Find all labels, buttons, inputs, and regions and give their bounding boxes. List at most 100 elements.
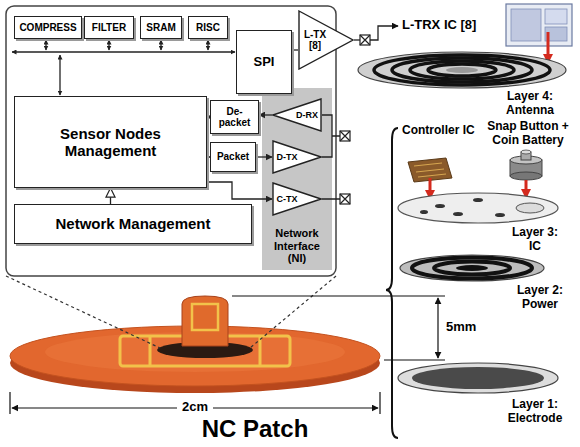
amplifier-triangle: L-TX [8] bbox=[298, 10, 354, 70]
data-bus bbox=[160, 40, 161, 50]
node-text: RISC bbox=[196, 22, 220, 34]
nc-patch-photo bbox=[182, 296, 228, 346]
ic-layer-disc bbox=[516, 203, 544, 213]
connector-arrow bbox=[256, 156, 272, 157]
dimension-lines bbox=[10, 392, 380, 414]
assembly-arrow bbox=[429, 178, 432, 198]
node-text: Sensor Nodes Management bbox=[18, 125, 203, 160]
interface-block: SPI bbox=[236, 30, 292, 94]
antenna-layer-disc bbox=[374, 55, 550, 85]
pad-terminal bbox=[340, 131, 350, 141]
process-box: De-packet bbox=[210, 100, 259, 134]
grouping-brace bbox=[386, 128, 398, 438]
dimension-lines bbox=[232, 296, 445, 360]
power-layer-disc bbox=[434, 262, 510, 275]
port-wires bbox=[354, 39, 360, 40]
transmitter-triangle: C-TX bbox=[272, 182, 322, 216]
data-bus bbox=[12, 40, 235, 95]
transmitter-triangle: D-TX bbox=[272, 140, 322, 174]
transmitter-triangle-outline bbox=[273, 183, 321, 215]
controller-ic-photo bbox=[414, 163, 446, 177]
antenna-layer-disc bbox=[410, 61, 514, 79]
node-text: Network Interface (NI) bbox=[264, 227, 330, 265]
node-text: C-TX bbox=[277, 194, 298, 204]
nc-patch-photo bbox=[192, 304, 218, 330]
pad-terminal bbox=[360, 35, 370, 45]
ic-layer-disc bbox=[453, 212, 463, 216]
ic-layer-disc bbox=[420, 210, 428, 214]
dimension-lines bbox=[437, 298, 438, 358]
zoom-leader bbox=[6, 276, 336, 348]
ic-layer-disc bbox=[398, 193, 558, 223]
power-layer-disc bbox=[412, 258, 532, 279]
processor-block: RISC bbox=[188, 16, 228, 39]
assembly-arrow bbox=[547, 32, 550, 62]
receiver-triangle: D-RX bbox=[272, 98, 322, 132]
memory-block: SRAM bbox=[140, 16, 182, 39]
part-label: Snap Button + Coin Battery bbox=[482, 120, 574, 148]
data-bus bbox=[59, 55, 60, 95]
pad-terminal bbox=[340, 194, 350, 204]
assembly-arrow bbox=[525, 180, 528, 197]
controller-frame bbox=[6, 6, 336, 276]
power-layer-disc bbox=[456, 265, 488, 271]
connector-arrow bbox=[207, 182, 272, 199]
antenna-layer-disc bbox=[358, 52, 566, 88]
coin-battery-photo bbox=[521, 150, 531, 154]
transceiver-chip-photo bbox=[511, 9, 541, 41]
function-block: FILTER bbox=[84, 16, 134, 39]
network-interface-ground bbox=[262, 88, 332, 270]
pad-terminal bbox=[340, 131, 350, 141]
pad-terminal bbox=[360, 35, 370, 45]
electrode-layer-disc bbox=[398, 363, 558, 393]
ic-layer-disc bbox=[435, 204, 445, 208]
dimension-label: 2cm bbox=[177, 400, 213, 415]
port-wires bbox=[370, 26, 398, 40]
node-text: Network Management bbox=[55, 215, 210, 232]
pad-terminal bbox=[340, 35, 370, 204]
ic-layer-disc bbox=[398, 193, 558, 223]
data-bus bbox=[12, 51, 235, 52]
node-text: De-packet bbox=[214, 106, 255, 129]
layer-label: Layer 2: Power bbox=[510, 284, 570, 312]
power-layer-disc bbox=[400, 255, 544, 281]
part-label: Controller IC bbox=[402, 124, 475, 138]
antenna-layer-disc bbox=[392, 58, 532, 82]
transceiver-chip-photo bbox=[506, 4, 572, 46]
zoom-leader bbox=[250, 276, 336, 348]
node-text: D-RX bbox=[296, 110, 318, 120]
function-block: COMPRESS bbox=[14, 16, 82, 39]
figure-caption: NC Patch bbox=[170, 415, 340, 443]
antenna-layer-disc bbox=[358, 52, 566, 88]
transmitter-triangle-outline bbox=[273, 141, 321, 173]
transceiver-chip-photo bbox=[506, 4, 572, 46]
node-text: COMPRESS bbox=[19, 22, 76, 34]
coin-battery-photo bbox=[510, 150, 542, 180]
port-wires bbox=[322, 26, 398, 199]
antenna-layer-disc bbox=[446, 67, 478, 73]
connector-arrow bbox=[292, 49, 298, 50]
connector-arrow bbox=[110, 188, 111, 204]
zoom-leader bbox=[6, 276, 160, 348]
chip-label: L-TRX IC [8] bbox=[402, 18, 476, 33]
receiver-triangle-outline bbox=[273, 99, 321, 131]
nc-patch-photo bbox=[10, 296, 380, 393]
power-layer-disc bbox=[400, 255, 544, 281]
node-text: SRAM bbox=[146, 22, 175, 34]
interface-region: Network Interface (NI) D-RX D-TX C-TX bbox=[262, 88, 332, 270]
ic-layer-disc bbox=[495, 213, 505, 217]
layer-label: Layer 3: IC bbox=[507, 226, 563, 254]
data-bus bbox=[207, 40, 208, 50]
electrode-layer-disc bbox=[412, 367, 544, 389]
node-text: L-TX [8] bbox=[298, 29, 332, 52]
process-box: Packet bbox=[210, 142, 256, 172]
connector-arrow bbox=[259, 114, 272, 115]
electrode-layer-disc bbox=[398, 363, 558, 393]
transceiver-chip-photo bbox=[545, 9, 567, 24]
amplifier-triangle-outline bbox=[298, 10, 354, 70]
coin-battery-photo bbox=[510, 172, 542, 180]
data-bus bbox=[108, 40, 109, 50]
management-block: Sensor Nodes Management bbox=[14, 96, 207, 188]
management-block: Network Management bbox=[14, 204, 252, 244]
